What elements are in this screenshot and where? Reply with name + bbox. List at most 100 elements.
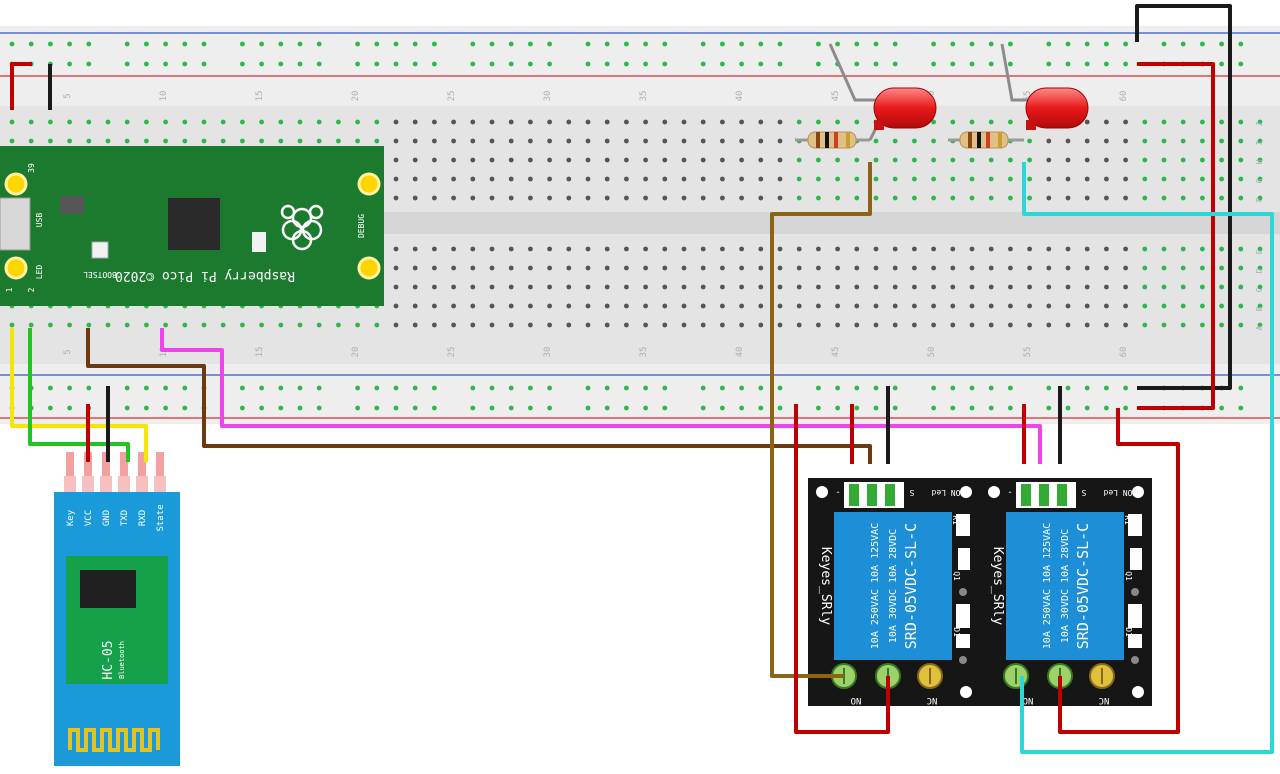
- rail-hole: [86, 41, 92, 47]
- hc05-pin-label: Key: [66, 509, 76, 526]
- breadboard-hole: [873, 265, 879, 271]
- breadboard-hole: [163, 138, 169, 144]
- rail-hole: [489, 385, 495, 391]
- rail-hole: [604, 405, 610, 411]
- pin-header-icon: [156, 452, 164, 476]
- hc05-pin-label: State: [156, 504, 166, 531]
- breadboard-hole: [854, 265, 860, 271]
- bootsel-button-icon: [91, 241, 109, 259]
- breadboard-hole: [585, 119, 591, 125]
- rail-hole: [950, 41, 956, 47]
- breadboard-hole: [1027, 284, 1032, 290]
- breadboard-hole: [374, 138, 380, 144]
- breadboard-hole: [1238, 284, 1244, 290]
- breadboard-hole: [604, 195, 610, 201]
- rail-hole: [988, 41, 994, 47]
- relay-s-label: S: [909, 488, 914, 497]
- breadboard-hole: [912, 138, 917, 144]
- breadboard-hole: [624, 119, 629, 125]
- breadboard-hole: [1046, 195, 1052, 201]
- breadboard-hole: [1123, 322, 1128, 328]
- rail-hole: [412, 385, 418, 391]
- relay-no-label: NO: [1023, 695, 1034, 705]
- component-icon: [252, 232, 266, 252]
- rail-hole: [547, 41, 552, 47]
- breadboard-hole: [316, 119, 322, 125]
- breadboard-hole: [105, 138, 111, 144]
- breadboard-hole: [144, 119, 149, 125]
- rail-hole: [547, 385, 552, 391]
- breadboard-hole: [451, 157, 456, 163]
- column-number-label: 20: [351, 347, 361, 358]
- column-number-label: 10: [159, 91, 169, 102]
- breadboard-hole: [796, 322, 802, 328]
- breadboard-hole: [720, 157, 725, 163]
- breadboard-hole: [873, 284, 879, 290]
- breadboard-hole: [566, 157, 572, 163]
- breadboard-hole: [201, 138, 207, 144]
- rail-hole: [432, 405, 437, 411]
- breadboard-hole: [988, 157, 994, 163]
- rail-hole: [259, 41, 264, 47]
- breadboard-hole: [566, 284, 572, 290]
- breadboard-hole: [48, 138, 53, 144]
- breadboard-hole: [720, 284, 725, 290]
- breadboard-hole: [547, 176, 552, 182]
- relay-r1-label: R1: [1123, 515, 1132, 525]
- usb-connector-icon: [0, 197, 31, 251]
- breadboard-hole: [892, 157, 898, 163]
- breadboard-hole: [777, 265, 783, 271]
- resistor: [948, 131, 1024, 149]
- pin-header-icon: [66, 452, 74, 476]
- rail-hole: [508, 41, 514, 47]
- relay-model-label: SRD-05VDC-SL-C: [902, 523, 920, 649]
- breadboard-hole: [988, 322, 994, 328]
- breadboard-hole: [28, 119, 34, 125]
- mount-hole-icon: [960, 686, 972, 698]
- breadboard-hole: [1027, 138, 1032, 144]
- breadboard-hole: [854, 195, 860, 201]
- pad-icon: [1131, 656, 1139, 664]
- rail-hole: [1180, 41, 1186, 47]
- rail-hole: [432, 61, 437, 67]
- row-letter-label: I: [1255, 140, 1264, 145]
- breadboard-hole: [412, 322, 418, 328]
- rail-hole: [67, 61, 72, 67]
- breadboard-hole: [547, 195, 552, 201]
- rail-hole: [316, 61, 322, 67]
- breadboard-hole: [451, 195, 456, 201]
- breadboard-hole: [700, 246, 706, 252]
- breadboard-hole: [931, 246, 936, 252]
- column-number-label: 35: [639, 347, 649, 358]
- breadboard-hole: [662, 195, 668, 201]
- breadboard-hole: [1200, 265, 1205, 271]
- breadboard-hole: [758, 157, 764, 163]
- breadboard-hole: [412, 284, 418, 290]
- breadboard-hole: [470, 303, 476, 309]
- rail-hole: [355, 405, 360, 411]
- breadboard-hole: [643, 303, 648, 309]
- breadboard-hole: [432, 157, 437, 163]
- breadboard-hole: [720, 138, 725, 144]
- breadboard-hole: [489, 157, 495, 163]
- pad-icon: [959, 656, 967, 664]
- breadboard-hole: [854, 246, 860, 252]
- rail-hole: [297, 405, 303, 411]
- breadboard-hole: [758, 284, 764, 290]
- rail-hole: [585, 405, 591, 411]
- breadboard-hole: [681, 157, 687, 163]
- column-number-label: 60: [1119, 91, 1129, 102]
- breadboard-hole: [278, 322, 284, 328]
- breadboard-hole: [412, 176, 418, 182]
- header-pin-icon: [1057, 484, 1067, 506]
- rail-hole: [624, 61, 629, 67]
- breadboard-hole: [681, 119, 687, 125]
- led-icon: [828, 43, 937, 141]
- breadboard-hole: [1142, 284, 1148, 290]
- hc05-pin-label: GND: [102, 510, 112, 526]
- breadboard-hole: [547, 138, 552, 144]
- raspberry-pi-pico: Raspberry Pi Pico ©2020 USB BOOTSEL LED …: [0, 146, 384, 306]
- breadboard-hole: [796, 265, 802, 271]
- breadboard-hole: [432, 322, 437, 328]
